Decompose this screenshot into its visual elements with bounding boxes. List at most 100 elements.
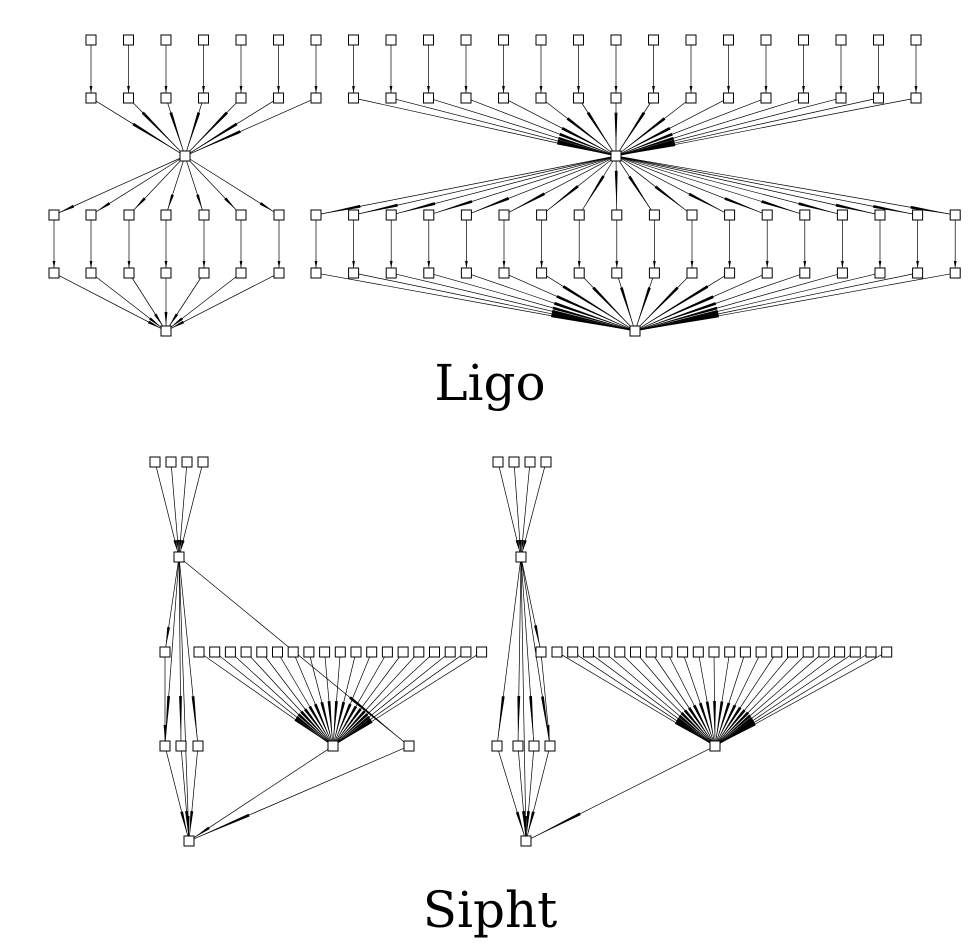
sipht-r-node-fan-1 [567, 646, 579, 658]
sipht-l-edge-fan-2-arrowhead [297, 713, 328, 742]
sipht-r-edge-fan-15-arrowhead [719, 709, 746, 741]
ligo-edge-hubB-0 [320, 156, 612, 215]
ligo-node-r4-16 [648, 209, 660, 221]
ligo-node-r1-17 [723, 34, 734, 46]
ligo-node-r1-7 [348, 34, 359, 46]
ligo-edge-top-12-arrowhead [539, 86, 543, 93]
ligo-node-r5-20 [799, 267, 811, 279]
ligo-node-r2-15 [648, 92, 659, 104]
sipht-r-edge-fan-12-arrowhead [716, 702, 731, 741]
ligo-node-r1-21 [873, 34, 884, 46]
ligo-edge-to-hub-8-arrowhead [557, 139, 611, 155]
ligo-node-r2-6 [310, 92, 322, 104]
ligo-edge-mid-16-arrowhead [653, 261, 656, 268]
sipht-l-node-hub [173, 551, 185, 563]
sipht-r-node-fan-11 [724, 646, 736, 658]
sipht-r-edge-fan-2-arrowhead [677, 717, 710, 743]
ligo-node-r5-9 [385, 267, 397, 279]
ligo-edge-sinkB-15-arrowhead [640, 310, 719, 330]
ligo-node-r2-8 [385, 92, 397, 104]
ligo-node-r1-6 [310, 34, 322, 46]
ligo-node-r4-1 [85, 209, 97, 221]
ligo-node-r1-12 [535, 34, 547, 46]
ligo-node-r2-14 [610, 92, 622, 104]
ligo-node-r1-0 [85, 34, 97, 46]
ligo-edge-top-7-arrowhead [352, 86, 355, 93]
sipht-r-edge-low-sink-3-arrowhead [527, 811, 535, 836]
ligo-edge-mid-6-arrowhead [277, 261, 281, 268]
sipht-r-node-fan-7 [661, 646, 673, 658]
sipht-r-edge-fan-14-arrowhead [718, 706, 742, 741]
ligo-edge-mid-7-arrowhead [314, 261, 318, 268]
ligo-edge-hubA-6-arrowhead [259, 202, 274, 212]
ligo-node-r1-22 [910, 34, 922, 46]
ligo-edge-sinkA-1-arrowhead [149, 317, 161, 328]
ligo-edge-hubA-6 [189, 158, 275, 213]
sipht-r-edge-p1-low-arrowhead [546, 724, 550, 741]
sipht-left-workflow-graph [149, 456, 488, 847]
ligo-edge-hubB-17-arrowhead [910, 205, 951, 215]
ligo-node-hub-right [610, 150, 622, 162]
ligo-node-r2-5 [273, 92, 284, 104]
sipht-r-node-fan-15 [787, 646, 798, 658]
ligo-node-r5-8 [348, 267, 360, 279]
ligo-edge-sinkA-0 [58, 275, 162, 329]
ligo-node-r2-11 [498, 92, 509, 104]
ligo-edge-top-15-arrowhead [652, 86, 655, 93]
ligo-edge-sinkA-3-arrowhead [164, 312, 168, 326]
ligo-node-sink-right [629, 325, 641, 337]
ligo-node-r5-7 [310, 267, 322, 279]
sipht-l-edge-fan-6-arrowhead [314, 703, 331, 741]
sipht-l-node-top-1 [165, 456, 177, 468]
ligo-node-r4-0 [48, 209, 60, 221]
ligo-edge-top-10-arrowhead [464, 86, 468, 93]
sipht-r-edge-fan-8-arrowhead [698, 702, 714, 741]
ligo-edge-to-hub-10-arrowhead [559, 132, 611, 155]
ligo-edge-sinkB-14-arrowhead [640, 306, 718, 330]
ligo-node-r2-13 [573, 92, 584, 104]
sipht-r-node-fan-13 [755, 646, 767, 658]
ligo-node-r5-5 [235, 267, 247, 279]
ligo-edge-mid-10-arrowhead [427, 261, 431, 268]
sipht-r-node-fan-4 [614, 646, 626, 658]
ligo-edge-mid-15-arrowhead [615, 261, 619, 268]
sipht-r-node-fan-12 [739, 646, 751, 658]
ligo-edge-sinkB-6-arrowhead [562, 285, 630, 328]
ligo-node-r2-0 [85, 92, 97, 104]
ligo-edge-sinkB-2-arrowhead [551, 309, 630, 330]
sipht-l-edge-fan-4-arrowhead [303, 708, 330, 741]
ligo-node-r1-20 [835, 34, 847, 46]
ligo-edge-hubB-16-arrowhead [873, 204, 913, 215]
ligo-node-r2-2 [160, 92, 172, 104]
ligo-node-r5-3 [160, 267, 172, 279]
ligo-edge-sinkB-8-arrowhead [620, 287, 634, 326]
sipht-l-node-sink [183, 835, 195, 847]
sipht-l-edge-top-0 [155, 466, 179, 553]
sipht-r-node-collector [709, 740, 721, 752]
ligo-node-r1-5 [273, 34, 284, 46]
ligo-node-r1-4 [235, 34, 247, 46]
sipht-l-edge-top-3-arrowhead [180, 540, 185, 552]
sipht-r-node-low-0 [491, 740, 503, 752]
ligo-node-r4-5 [235, 209, 247, 221]
ligo-node-r2-4 [235, 92, 247, 104]
ligo-edge-mid-9-arrowhead [389, 261, 393, 268]
ligo-edge-top-20-arrowhead [839, 86, 843, 93]
ligo-edge-mid-24-arrowhead [953, 261, 957, 268]
sipht-l-edge-fan-16-arrowhead [338, 715, 371, 742]
ligo-node-r5-14 [573, 267, 585, 279]
ligo-edge-hubB-7-arrowhead [582, 175, 605, 210]
sipht-r-node-fan-17 [818, 646, 830, 658]
ligo-edge-to-hub-16-arrowhead [621, 117, 666, 153]
sipht-r-edge-low-sink-2-arrowhead [526, 810, 530, 836]
ligo-edge-sinkB-5-arrowhead [556, 295, 630, 329]
ligo-edge-mid-1-arrowhead [89, 261, 93, 268]
ligo-edge-top-2-arrowhead [164, 86, 168, 93]
ligo-node-r4-19 [761, 209, 773, 221]
sipht-l-node-right-low [403, 740, 415, 752]
ligo-edge-sinkB-7-arrowhead [592, 286, 631, 326]
ligo-node-r4-18 [724, 209, 736, 221]
sipht-r-node-hub [515, 551, 527, 563]
sipht-r-node-fan-0 [551, 646, 563, 658]
ligo-edge-hubB-17 [620, 156, 951, 215]
